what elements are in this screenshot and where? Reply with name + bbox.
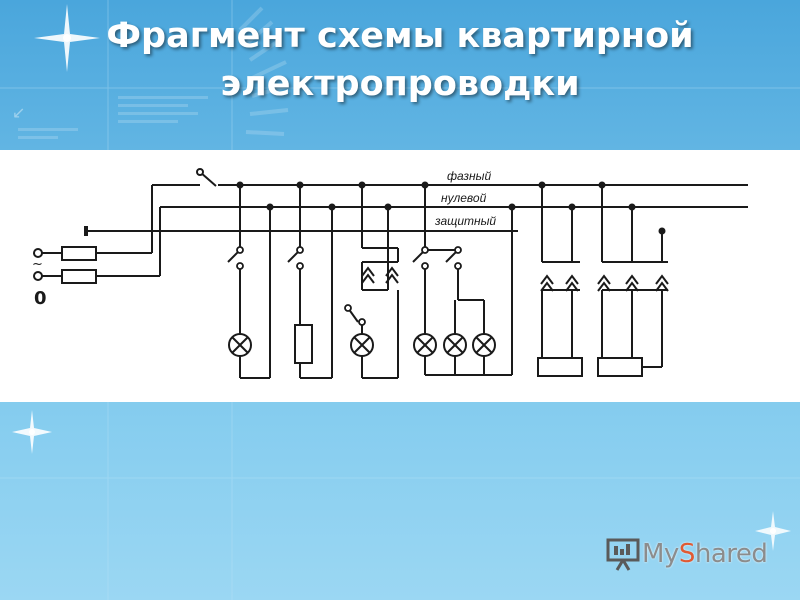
- socket-contact-icons: [361, 267, 669, 292]
- label-phase: фазный: [447, 169, 491, 183]
- label-protective: защитный: [434, 214, 496, 228]
- slide-title-line-2: электропроводки: [220, 64, 580, 104]
- socket-block-2: [597, 357, 643, 377]
- label-neutral: нулевой: [441, 191, 487, 205]
- wiring-diagram-svg: фазный нулевой защитный ~ 0: [32, 168, 748, 379]
- myshared-logo: MyShared: [606, 537, 768, 571]
- slide-title-line-1: Фрагмент схемы квартирной: [106, 16, 694, 56]
- zero-symbol: 0: [34, 288, 47, 309]
- fuse-top: [61, 246, 97, 261]
- lamp-icon: [350, 333, 374, 357]
- slide-title: Фрагмент схемы квартирной электропроводк…: [0, 12, 800, 108]
- heater-element: [294, 324, 313, 364]
- junction-dots: [236, 181, 666, 235]
- projector-screen-icon: [606, 538, 640, 571]
- ac-symbol: ~: [32, 257, 43, 272]
- wiring-diagram: фазный нулевой защитный ~ 0: [0, 150, 800, 402]
- logo-text: MyShared: [642, 539, 768, 569]
- lamp-icon: [413, 333, 437, 357]
- fuse-bottom: [61, 269, 97, 284]
- lamp-icon: [228, 333, 252, 357]
- lamp-icon: [472, 333, 496, 357]
- lamp-icon: [443, 333, 467, 357]
- socket-block-1: [537, 357, 583, 377]
